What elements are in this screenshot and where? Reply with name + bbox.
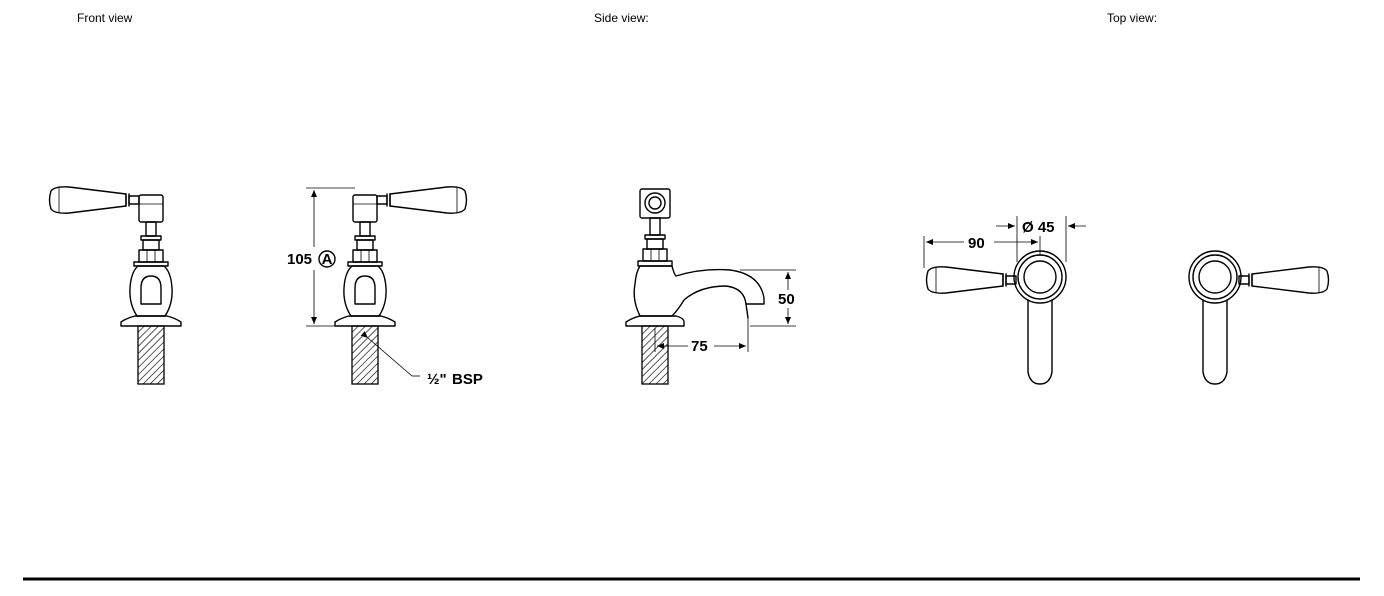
diameter-dimension: Ø 45 <box>996 216 1086 262</box>
front-view-label: Front view <box>77 11 133 25</box>
lever-length-dimension: 90 <box>923 235 1041 268</box>
front-view-tap-right-lever <box>334 186 468 385</box>
lever-length-value: 90 <box>968 235 985 252</box>
top-view-label: Top view: <box>1107 11 1158 25</box>
spout-height-dimension: 50 <box>740 269 796 327</box>
thread-leader: ½" BSP <box>360 331 483 388</box>
height-marker: A <box>322 251 333 268</box>
height-dimension-value: 105 <box>287 251 312 268</box>
front-view-tap-left-lever <box>48 186 182 385</box>
thread-label: BSP <box>452 371 483 388</box>
diameter-value: Ø 45 <box>1022 219 1055 236</box>
top-view-tap-left-lever <box>925 250 1067 385</box>
height-dimension: 105 A <box>287 187 355 327</box>
spout-height-value: 50 <box>778 291 795 308</box>
thread-fraction: ½" <box>427 371 447 388</box>
spout-reach-value: 75 <box>691 338 708 355</box>
top-view-tap-right-lever <box>1188 250 1330 385</box>
side-view-label: Side view: <box>594 11 649 25</box>
spout-reach-dimension: 75 <box>654 318 749 355</box>
